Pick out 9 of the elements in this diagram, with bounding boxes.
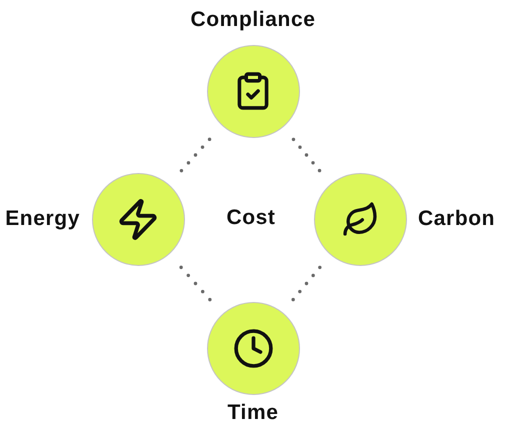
dotted-connector	[290, 136, 322, 174]
node-label: Compliance	[189, 7, 317, 33]
dotted-connector	[290, 264, 323, 303]
center-label: Cost	[225, 205, 277, 231]
node-label: Energy	[4, 206, 80, 232]
dotted-connector	[178, 264, 213, 303]
dotted-connector	[178, 136, 213, 174]
node-label: Time	[226, 401, 280, 425]
node-label: Carbon	[418, 206, 496, 232]
